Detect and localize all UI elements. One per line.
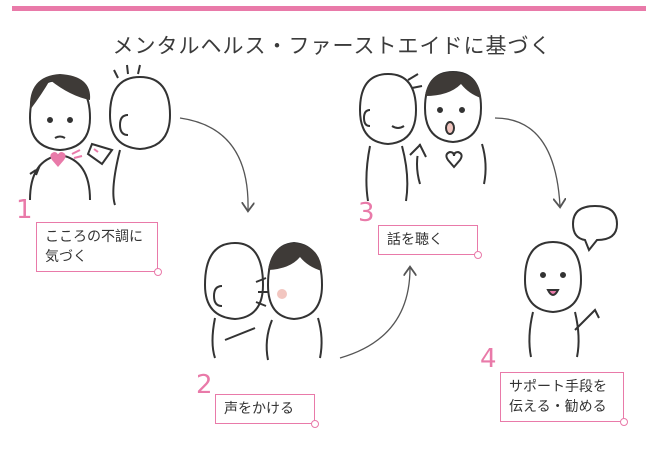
arrow-3-to-4	[494, 117, 560, 206]
step-1-number: 1	[16, 195, 33, 225]
arrow-2-to-3	[339, 268, 410, 359]
step-2-number: 2	[196, 370, 213, 400]
scene-3-listener	[358, 72, 423, 202]
step-4-label: サポート手段を 伝える・勧める	[500, 372, 628, 426]
scene-1-person-with-heart	[28, 74, 92, 201]
step-1-label: こころの不調に 気づく	[36, 222, 162, 276]
diagram-title: メンタルヘルス・ファーストエイドに基づく	[112, 34, 552, 58]
step-2-label: 声をかける	[215, 394, 319, 428]
scene-4-supporter	[523, 204, 619, 358]
scene-2-listener	[265, 241, 324, 361]
step-4-number: 4	[480, 344, 497, 374]
step-3-number: 3	[358, 198, 375, 228]
top-accent-bar	[12, 6, 646, 11]
scene-2-speaker	[203, 241, 268, 359]
step-3-label: 話を聴く	[378, 225, 482, 259]
arrow-1-to-2	[179, 117, 248, 210]
scene-1-listener	[71, 64, 172, 206]
scene-3-speaker	[409, 70, 487, 185]
